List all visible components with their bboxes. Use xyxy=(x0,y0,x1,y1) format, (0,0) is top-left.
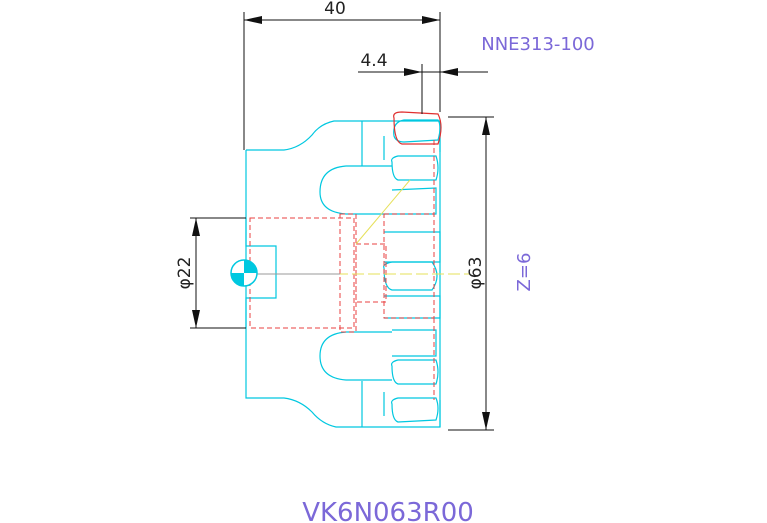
bore-center-symbol xyxy=(230,259,258,287)
dimension-bore-diameter xyxy=(190,217,246,329)
tooth-count-label: Z=6 xyxy=(514,253,535,292)
cutter-body-outline xyxy=(245,119,441,428)
overall-length-label: 40 xyxy=(324,0,346,19)
part-number-label: NNE313-100 xyxy=(481,34,595,55)
cutter-diameter-label: φ63 xyxy=(466,257,486,290)
bore-diameter-label: φ22 xyxy=(175,257,195,290)
centerline xyxy=(240,179,470,275)
dimension-cutter-diameter xyxy=(448,116,494,431)
dimension-overall-length xyxy=(243,12,441,150)
hidden-lines xyxy=(249,111,442,400)
dimension-insert-offset xyxy=(358,64,488,114)
insert-offset-label: 4.4 xyxy=(360,51,387,71)
model-code-label: VK6N063R00 xyxy=(302,498,474,523)
